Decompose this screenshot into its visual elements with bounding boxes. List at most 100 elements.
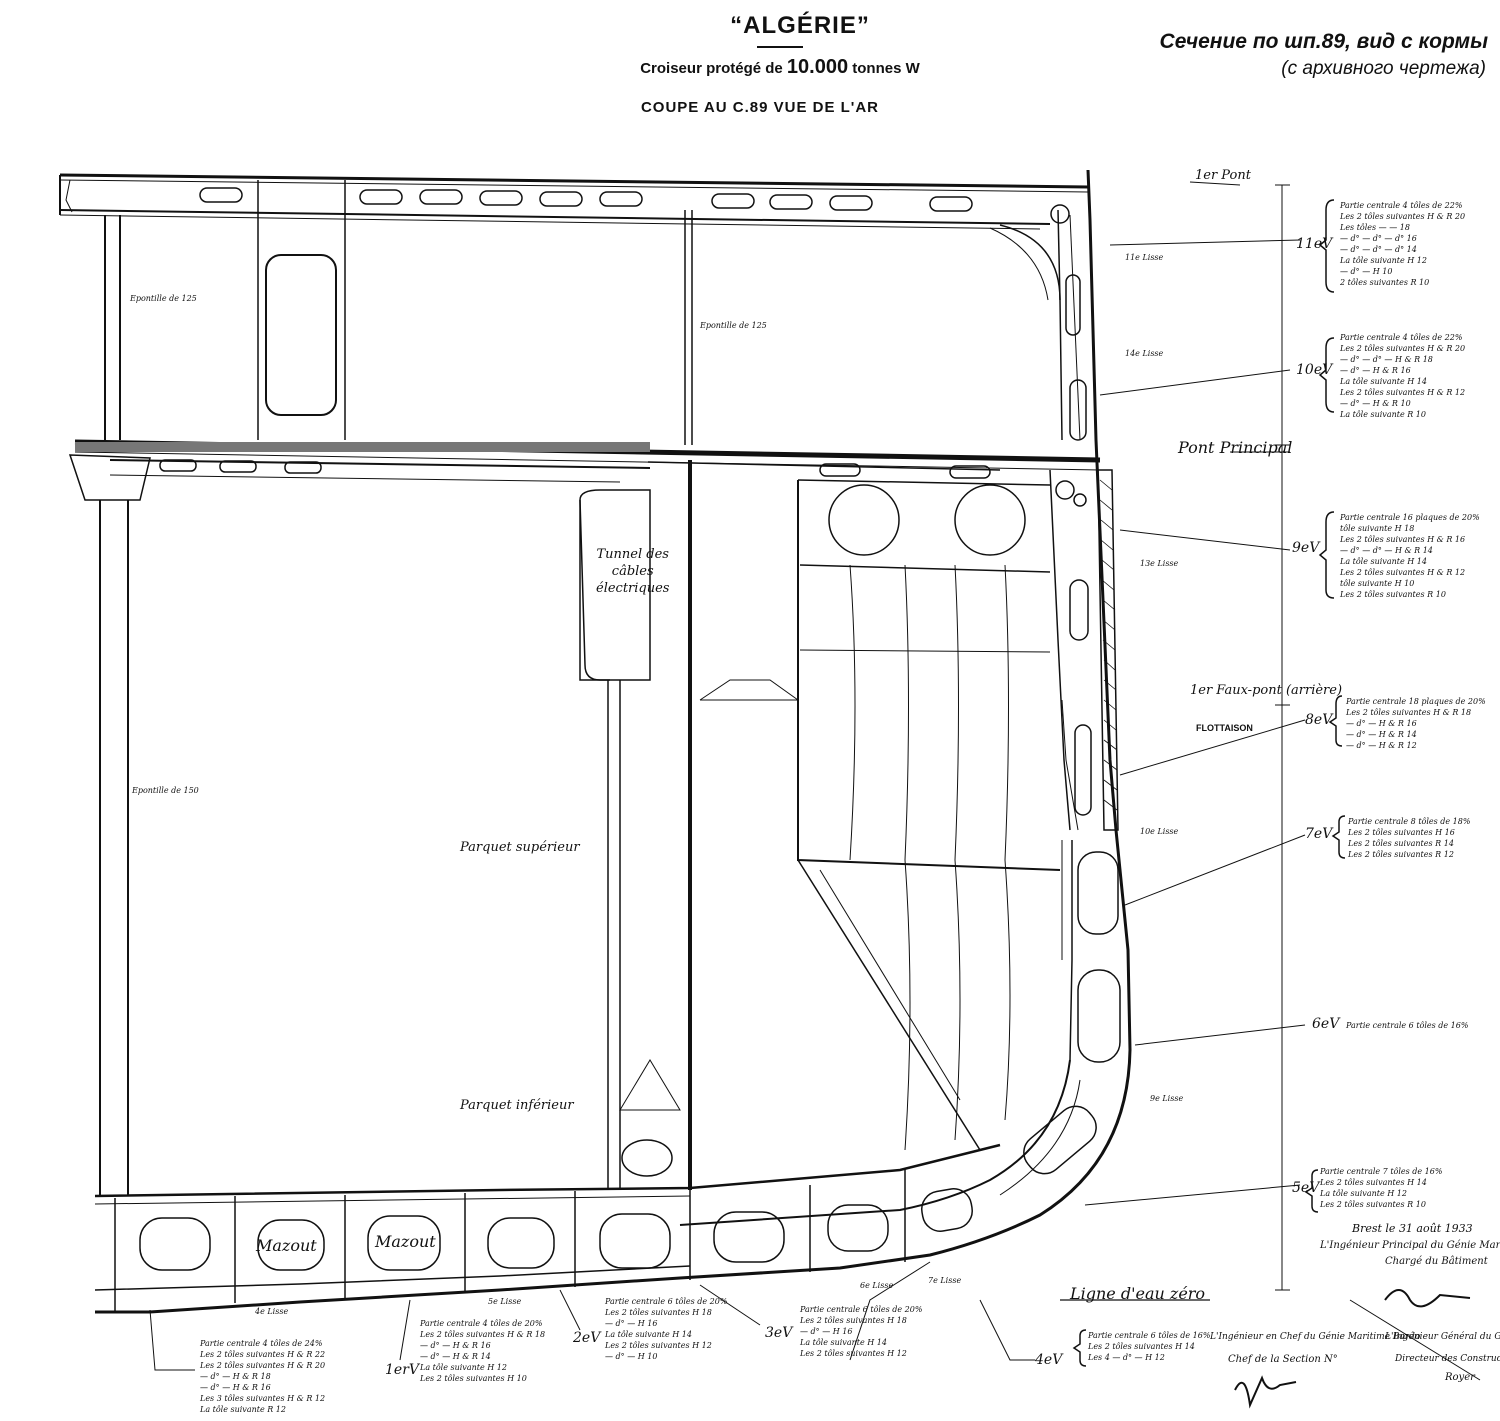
note-line: La tôle suivante H 14 [1340,557,1427,566]
title-underline [757,46,803,48]
note-line: Partie centrale 4 tôles de 20% [420,1319,543,1328]
note-line: Les 2 tôles suivantes H 14 [1088,1342,1195,1351]
note-line: Partie centrale 6 tôles de 20% [605,1297,728,1306]
note-line: Partie centrale 8 tôles de 18% [1348,817,1471,826]
note-line: — d° — H & R 10 [1340,399,1411,408]
note-line: Partie centrale 4 tôles de 22% [1340,333,1463,342]
label-1er-pont: 1er Pont [1195,168,1251,183]
label-flottaison: FLOTTAISON [1196,723,1253,733]
note-line: Les 2 tôles suivantes H & R 20 [1340,344,1466,353]
note-line: Les 2 tôles suivantes H 18 [800,1316,907,1325]
signature-general-name: Royer [1445,1372,1475,1383]
note-line: — d° — H & R 12 [1346,741,1417,750]
note-line: — d° — d° — H & R 14 [1340,546,1433,555]
strake-3: 3eV [765,1325,793,1341]
note-line: Les 2 tôles suivantes H & R 12 [1340,388,1466,397]
armour-belt [1097,469,1119,831]
note-line: — d° — H & R 16 [200,1383,271,1392]
note-strake-10: Partie centrale 4 tôles de 22% Les 2 tôl… [1340,332,1465,420]
note-line: tôle suivante H 18 [1340,524,1415,533]
note-line: 2 tôles suivantes R 10 [1340,278,1430,287]
hull-side [95,169,1132,1314]
note-line: tôle suivante H 10 [1340,579,1415,588]
note-line: La tôle suivante R 10 [1340,410,1426,419]
label-parquet-superieur: Parquet supérieur [460,840,580,855]
note-line: Les 2 tôles suivantes H & R 22 [200,1350,326,1359]
note-line: Les 2 tôles suivantes H 10 [420,1374,527,1383]
note-line: Partie centrale 18 plaques de 20% [1346,697,1486,706]
signature-general: L'Ingénieur Général du Génie M [1385,1332,1500,1342]
russian-source: (с архивного чертежа) [1281,58,1486,79]
note-line: — d° — H & R 14 [1346,730,1417,739]
tunnel-line-2: câbles [611,564,654,579]
label-ligne-eau-zero: Ligne d'eau zéro [1070,1284,1206,1303]
lisse-label-7: 7e Lisse [928,1276,962,1285]
note-line: La tôle suivante R 12 [200,1405,286,1414]
note-line: Les 2 tôles suivantes H 16 [1348,828,1455,837]
label-pont-principal: Pont Principal [1178,438,1293,457]
subtitle-tonnage: 10.000 [786,56,849,78]
label-epontille-3: Epontille de 150 [132,786,199,795]
subtitle-prefix: Croiseur protégé de [640,60,787,77]
note-strake-8: Partie centrale 18 plaques de 20% Les 2 … [1346,696,1486,751]
note-line: La tôle suivante H 12 [1320,1189,1407,1198]
note-strake-6: Partie centrale 6 tôles de 16% [1346,1021,1469,1030]
signature-chief: L'Ingénieur en Chef du Génie Maritime Ba… [1210,1332,1421,1342]
note-line: Les 2 tôles suivantes H & R 20 [1340,212,1466,221]
note-line: La tôle suivante H 14 [800,1338,887,1347]
note-line: Partie centrale 4 tôles de 22% [1340,201,1463,210]
note-line: Les 2 tôles suivantes R 14 [1348,839,1454,848]
drawing-title: “ALGÉRIE” [730,12,870,39]
label-epontille-1: Epontille de 125 [130,294,197,303]
pillar-left [104,215,121,440]
strake-5: 5eV [1292,1180,1320,1196]
note-line: — d° — H 10 [1340,267,1393,276]
note-line: Les 2 tôles suivantes H & R 18 [420,1330,546,1339]
note-line: Les 2 tôles suivantes H & R 12 [1340,568,1466,577]
note-line: La tôle suivante H 12 [420,1363,507,1372]
strake-7: 7eV [1305,826,1333,842]
label-mazout-1: Mazout [256,1236,317,1255]
note-line: La tôle suivante H 14 [1340,377,1427,386]
note-line: — d° — H & R 14 [420,1352,491,1361]
strake-4: 4eV [1035,1352,1063,1368]
strake-8: 8eV [1305,712,1333,728]
note-line: Les 2 tôles suivantes R 12 [1348,850,1454,859]
tunnel-line-1: Tunnel des [596,547,669,562]
strake-9: 9eV [1292,540,1320,556]
note-line: Les 2 tôles suivantes H 12 [605,1341,712,1350]
strake-6: 6eV [1312,1016,1340,1032]
note-strake-4: Partie centrale 6 tôles de 16% Les 2 tôl… [1088,1330,1210,1363]
note-line: Partie centrale 16 plaques de 20% [1340,513,1480,522]
note-strake-9: Partie centrale 16 plaques de 20% tôle s… [1340,512,1480,600]
lisse-label-5: 9e Lisse [1150,1094,1184,1103]
note-line: Partie centrale 6 tôles de 20% [800,1305,923,1314]
label-epontille-2: Epontille de 125 [700,321,767,330]
note-strake-2: Partie centrale 4 tôles de 20% Les 2 tôl… [420,1318,545,1384]
russian-caption: Сечение по шп.89, вид с кормы [1159,30,1488,53]
note-line: Partie centrale 4 tôles de 24% [200,1339,323,1348]
lisse-label-3: 13e Lisse [1140,559,1179,568]
strake-2: 2eV [573,1330,601,1346]
note-line: — d° — d° — H & R 18 [1340,355,1433,364]
section-title: COUPE AU C.89 VUE DE L'AR [640,99,880,116]
inner-bottom [94,1143,1001,1198]
strake-10: 10eV [1296,362,1333,378]
note-line: — d° — H & R 16 [1340,366,1411,375]
note-strake-5: Partie centrale 7 tôles de 16% Les 2 tôl… [1320,1166,1442,1210]
note-line: — d° — H & R 16 [420,1341,491,1350]
note-line: Les 4 — d° — H 12 [1088,1353,1165,1362]
label-parquet-inferieur: Parquet inférieur [460,1098,574,1113]
note-line: Partie centrale 7 tôles de 16% [1320,1167,1443,1176]
note-line: Les 2 tôles suivantes H & R 20 [200,1361,326,1370]
note-line: — d° — H & R 18 [200,1372,271,1381]
signature-general-role: Directeur des Constructions [1395,1354,1500,1364]
note-line: La tôle suivante H 12 [1340,256,1427,265]
note-line: — d° — H 10 [605,1352,658,1361]
note-line: Les 2 tôles suivantes H & R 18 [1346,708,1472,717]
signature-engineer-role: Chargé du Bâtiment [1385,1256,1488,1267]
note-strake-2b: Partie centrale 6 tôles de 20% Les 2 tôl… [605,1296,727,1362]
note-line: Les 2 tôles suivantes H 18 [605,1308,712,1317]
note-line: Les 2 tôles suivantes R 10 [1340,590,1446,599]
lisse-label-6: 6e Lisse [860,1281,894,1290]
